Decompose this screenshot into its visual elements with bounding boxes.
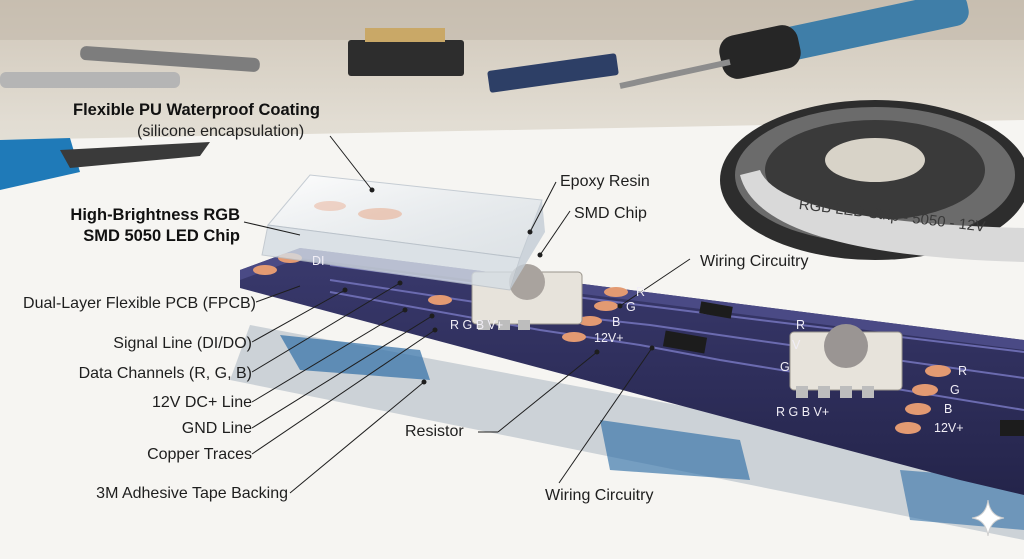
led-chip-2 (789, 324, 903, 398)
component-board (348, 28, 619, 93)
craft-knife (0, 46, 260, 88)
label-gnd-line: GND Line (181, 420, 252, 437)
pcb-right-r: R (958, 364, 968, 378)
pcb-right-12v: 12V+ (934, 421, 964, 435)
label-wiring-circuitry-bottom: Wiring Circuitry (545, 487, 654, 504)
label-fpcb: Dual-Layer Flexible PCB (FPCB) (23, 295, 256, 312)
label-adhesive-backing: 3M Adhesive Tape Backing (96, 485, 288, 502)
pcb-mark-rgbv-2: R G B V+ (776, 405, 830, 419)
label-signal-line: Signal Line (DI/DO) (113, 335, 252, 352)
pcb-right-g: G (950, 383, 960, 397)
label-data-channels: Data Channels (R, G, B) (78, 365, 252, 382)
callout-lines (243, 135, 691, 494)
chip-label: High-Brightness RGB SMD 5050 LED Chip (40, 205, 240, 246)
label-smd-chip: SMD Chip (574, 205, 647, 222)
pcb-side-g: G (780, 360, 790, 374)
label-resistor: Resistor (405, 423, 464, 440)
pcb-mark-di: DI (312, 254, 325, 268)
pu-coating-block (261, 174, 545, 291)
pcb-mark-g: G (626, 300, 636, 314)
pcb-side-v: V (792, 338, 801, 352)
pcb-side-r: R (796, 318, 806, 332)
label-12v-line: 12V DC+ Line (151, 394, 252, 411)
chip-label-line1: High-Brightness RGB (70, 206, 240, 224)
pcb-mark-rgbv: R G B V+ (450, 318, 504, 332)
pcb-right-b: B (944, 402, 953, 416)
pcb-mark-b: B (612, 315, 621, 329)
coating-title: Flexible PU Waterproof Coating (73, 101, 320, 119)
wire-cutter (0, 138, 210, 190)
label-copper-traces: Copper Traces (147, 446, 252, 463)
coating-subtitle: (silicone encapsulation) (137, 123, 305, 140)
led-strip-reel (720, 100, 1024, 262)
pcb-mark-12v: 12V+ (594, 331, 624, 345)
pcb-mark-r: R (636, 285, 646, 299)
soldering-iron (619, 0, 969, 89)
sparkle-icon (971, 499, 1005, 537)
label-epoxy-resin: Epoxy Resin (560, 173, 650, 190)
chip-label-line2: SMD 5050 LED Chip (83, 226, 240, 245)
label-wiring-circuitry-top: Wiring Circuitry (700, 253, 809, 270)
